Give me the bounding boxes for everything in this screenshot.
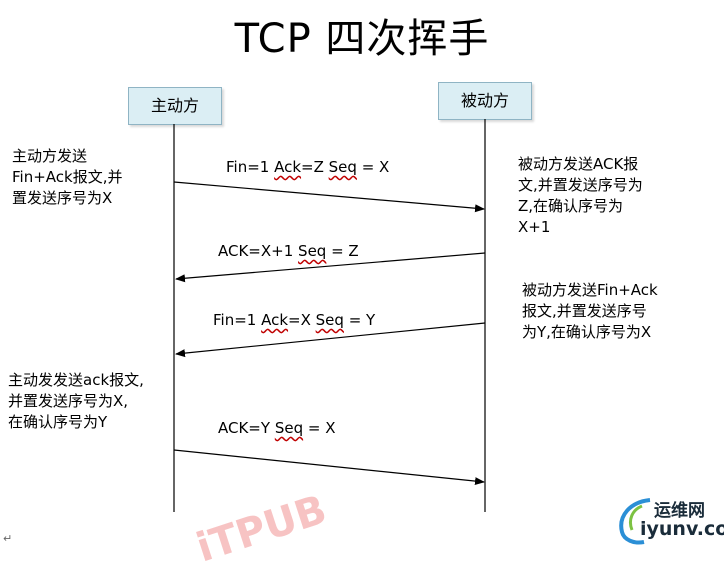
site-logo: 运维网 iyunv.com (604, 496, 724, 546)
passive-note-2: 被动方发送Fin+Ack 报文,并置发送序号 为Y,在确认序号为X (522, 281, 658, 341)
logo-swoosh-icon (619, 498, 651, 545)
return-mark: ↵ (3, 532, 13, 545)
sequence-lines (173, 119, 486, 512)
active-note-2: 主动发发送ack报文, 并置发送序号为X, 在确认序号为Y (8, 371, 144, 431)
message-label-1: Fin=1 Ack=Z Seq = X (226, 158, 390, 176)
logo-text-bottom: iyunv.com (640, 518, 724, 540)
logo-text-top: 运维网 (654, 501, 705, 521)
diagram-title: TCP 四次挥手 (234, 16, 490, 62)
arrow-fin-ack-2 (175, 322, 486, 358)
message-label-3: Fin=1 Ack=X Seq = Y (213, 311, 376, 329)
active-note-1: 主动方发送 Fin+Ack报文,并 置发送序号为X (12, 147, 123, 207)
message-label-2: ACK=X+1 Seq = Z (218, 242, 359, 260)
arrow-ack-2 (173, 449, 485, 486)
message-label-4: ACK=Y Seq = X (218, 419, 336, 437)
arrow-ack-1 (175, 252, 486, 283)
arrow-fin-ack-1 (173, 181, 485, 213)
active-party-box: 主动方 (128, 87, 222, 125)
passive-note-1: 被动方发送ACK报 文,并置发送序号为 Z,在确认序号为 X+1 (518, 155, 643, 236)
